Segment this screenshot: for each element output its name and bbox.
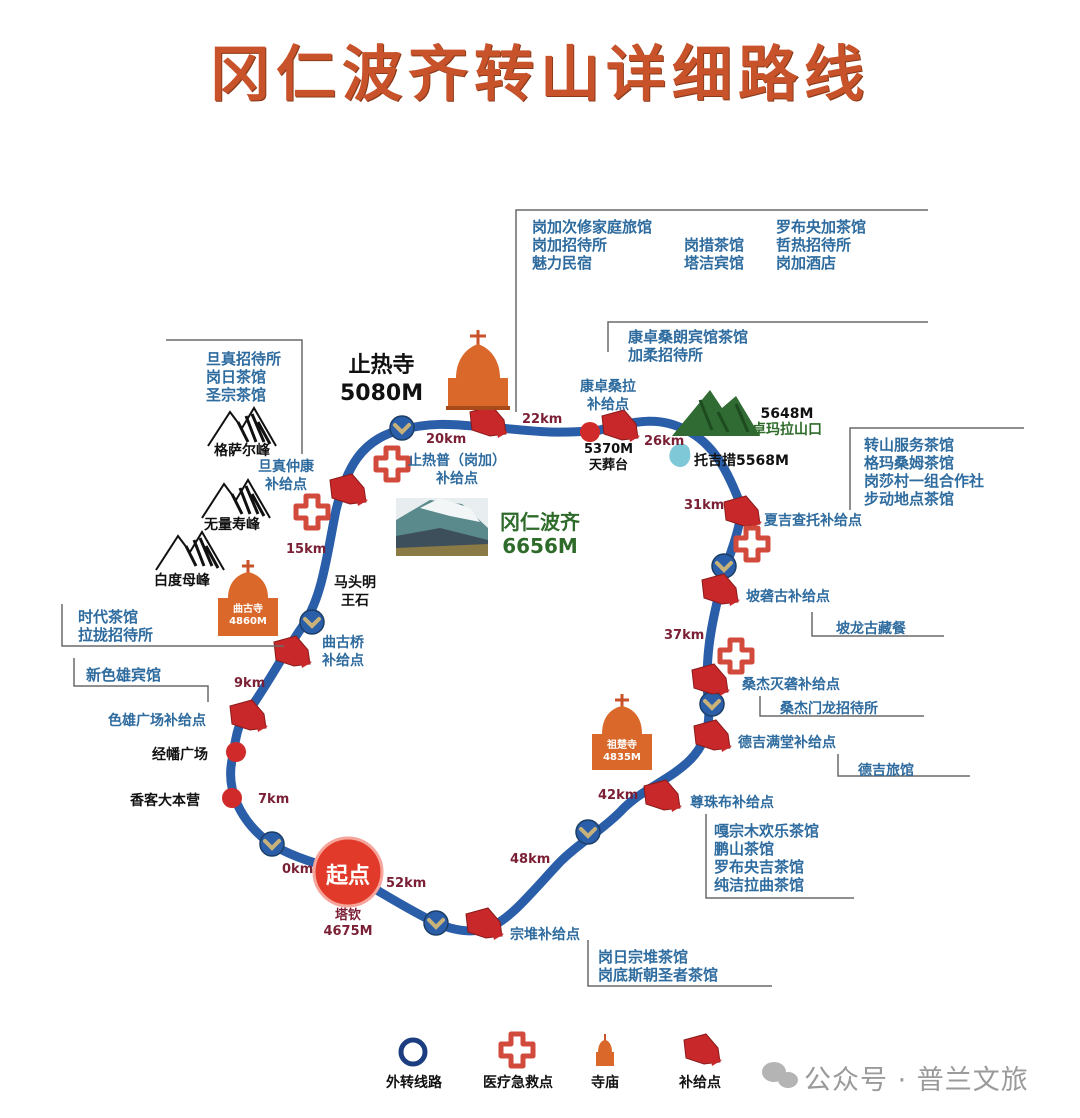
info-box-deji: 德吉旅馆 (858, 763, 914, 779)
distance-31km: 31km (684, 498, 725, 513)
distance-52km: 52km (386, 876, 427, 891)
temple-zhire-label: 止热寺 5080M (340, 353, 424, 406)
distance-37km: 37km (664, 628, 705, 643)
pilgrim-camp-label: 香客大本营 (130, 793, 200, 809)
pass-label: 5648M 卓玛拉山口 (752, 406, 822, 438)
supply-label-zunzhu: 尊珠布补给点 (690, 795, 774, 811)
temple-zuchu-label: 祖楚寺 4835M (603, 740, 641, 763)
legend-supply: 补给点 (679, 1075, 721, 1091)
supply-label-deji: 德吉满堂补给点 (738, 735, 836, 751)
route-marker-icon (388, 414, 416, 442)
mountain-label-baidumu: 白度母峰 (154, 573, 210, 589)
distance-42km: 42km (598, 788, 639, 803)
info-box-danzhen: 旦真招待所 岗日茶馆 圣宗茶馆 (206, 350, 282, 404)
distance-9km: 9km (234, 676, 266, 691)
info-box-top-col3: 罗布央加茶馆 哲热招待所 岗加酒店 (776, 218, 867, 272)
temple-qugu (218, 560, 278, 636)
info-box-poxie: 坡龙古藏餐 (836, 621, 906, 637)
sky-burial-label: 5370M 天葬台 (584, 442, 634, 473)
info-box-top-col2: 岗措茶馆 塔洁宾馆 (684, 236, 745, 272)
distance-15km: 15km (286, 542, 327, 557)
supply-label-poxie: 坡砻古补给点 (746, 589, 830, 605)
distance-22km: 22km (522, 412, 563, 427)
info-box-sangjie: 桑杰门龙招待所 (780, 701, 878, 717)
map-title: 冈仁波齐转山详细路线 (210, 40, 870, 110)
supply-label-sexiong: 色雄广场补给点 (108, 713, 206, 729)
lake-label: 托吉措5568M (694, 453, 789, 469)
distance-0km: 0km (282, 862, 314, 877)
prayer-square-label: 经幡广场 (152, 747, 208, 763)
supply-label-kangzhuo: 康卓桑拉 补给点 (580, 379, 636, 413)
distance-7km: 7km (258, 792, 290, 807)
kailash-label: 冈仁波齐 6656M (500, 510, 580, 558)
info-box-zunzhu: 嘎宗木欢乐茶馆 鹏山茶馆 罗布央吉茶馆 纯洁拉曲茶馆 (714, 822, 820, 894)
info-box-kangzhuo: 康卓桑朗宾馆茶馆 加柔招待所 (628, 328, 749, 364)
supply-label-zongdui: 宗堆补给点 (510, 927, 580, 943)
info-box-zongdui: 岗日宗堆茶馆 岗底斯朝圣者茶馆 (598, 948, 719, 984)
temple-zuchu (592, 694, 652, 770)
kailash-image (396, 498, 488, 556)
legend-route: 外转线路 (386, 1075, 442, 1091)
start-label: 起点 (325, 864, 370, 889)
info-box-qugu: 时代茶馆 拉拢招待所 (78, 608, 154, 644)
distance-20km: 20km (426, 432, 467, 447)
start-location-label: 塔钦 4675M (323, 908, 373, 939)
supply-label-zhirepu: 止热普（岗加） 补给点 (408, 453, 506, 487)
route-ring-icon (398, 1037, 428, 1067)
start-point-marker (312, 836, 384, 908)
supply-label-xiaji: 夏吉查托补给点 (764, 513, 862, 529)
mani-stone-label: 马头明 王石 (334, 575, 376, 609)
supply-label-sangjie: 桑杰灭砻补给点 (742, 677, 840, 693)
supply-label-qugu: 曲古桥 补给点 (322, 635, 364, 669)
distance-48km: 48km (510, 852, 551, 867)
legend-temple: 寺庙 (591, 1075, 619, 1091)
info-box-top-col1: 岗加次修家庭旅馆 岗加招待所 魅力民宿 (532, 218, 653, 272)
distance-26km: 26km (644, 434, 685, 449)
temple-icon (596, 1034, 614, 1066)
temple-qugu-label: 曲古寺 4860M (229, 604, 267, 627)
pass-mountain-icon (672, 390, 760, 436)
mountain-label-gesar: 格萨尔峰 (214, 443, 270, 459)
info-box-pass-right: 转山服务茶馆 格玛桑姆茶馆 岗莎村一组合作社 步动地点茶馆 (864, 436, 985, 508)
legend-medical: 医疗急救点 (483, 1075, 553, 1091)
mountain-label-wuliangshou: 无量寿峰 (204, 517, 260, 533)
supply-label-danzhen: 旦真仲康 补给点 (258, 459, 314, 493)
info-box-sexiong: 新色雄宾馆 (86, 666, 162, 684)
wechat-icon (762, 1062, 798, 1088)
watermark: 公众号 · 普兰文旅 (804, 1065, 1029, 1096)
temple-zhire (446, 330, 510, 410)
